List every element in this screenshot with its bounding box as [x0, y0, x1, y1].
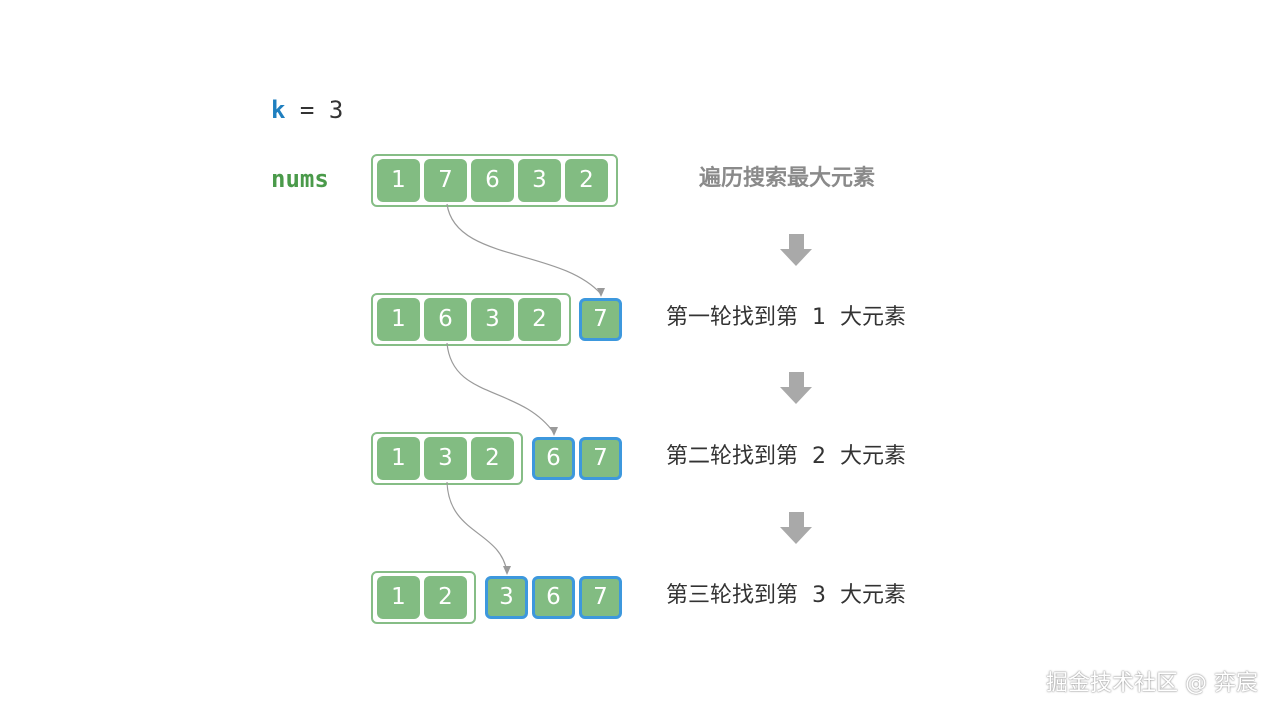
move-arrow-2 — [446, 342, 555, 434]
found-cell: 7 — [579, 576, 622, 619]
array-cell: 3 — [471, 298, 514, 341]
down-arrow-1 — [780, 234, 812, 266]
move-arrow-1 — [446, 203, 602, 295]
step-caption-3: 第三轮找到第 3 大元素 — [666, 583, 906, 608]
move-arrow-head-2 — [550, 427, 558, 436]
step-caption-1: 第一轮找到第 1 大元素 — [666, 305, 906, 330]
array-cell: 6 — [424, 298, 467, 341]
move-arrow-3 — [446, 481, 508, 573]
found-cell: 3 — [485, 576, 528, 619]
move-arrow-head-1 — [597, 288, 605, 297]
step-caption-2: 第二轮找到第 2 大元素 — [666, 444, 906, 469]
array-cell: 1 — [377, 159, 420, 202]
nums-label: nums — [271, 165, 329, 193]
array-cell: 1 — [377, 298, 420, 341]
array-cell: 1 — [377, 576, 420, 619]
array-cell: 1 — [377, 437, 420, 480]
k-variable: k — [271, 96, 286, 124]
array-cell: 3 — [424, 437, 467, 480]
k-value: 3 — [328, 96, 344, 124]
step-title-search: 遍历搜索最大元素 — [699, 166, 876, 191]
array-cell: 2 — [518, 298, 561, 341]
array-cell: 2 — [424, 576, 467, 619]
array-cell: 3 — [518, 159, 561, 202]
found-cell: 7 — [579, 437, 622, 480]
array-cell: 6 — [471, 159, 514, 202]
down-arrow-3 — [780, 512, 812, 544]
found-cell: 6 — [532, 437, 575, 480]
k-equals: = — [285, 96, 329, 124]
watermark: 掘金技术社区 @ 弈宸 — [1046, 671, 1258, 696]
found-cell: 7 — [579, 298, 622, 341]
k-assignment: k = 3 — [271, 94, 343, 126]
array-cell: 2 — [565, 159, 608, 202]
down-arrow-2 — [780, 372, 812, 404]
move-arrow-head-3 — [503, 566, 511, 575]
array-cell: 7 — [424, 159, 467, 202]
array-cell: 2 — [471, 437, 514, 480]
found-cell: 6 — [532, 576, 575, 619]
